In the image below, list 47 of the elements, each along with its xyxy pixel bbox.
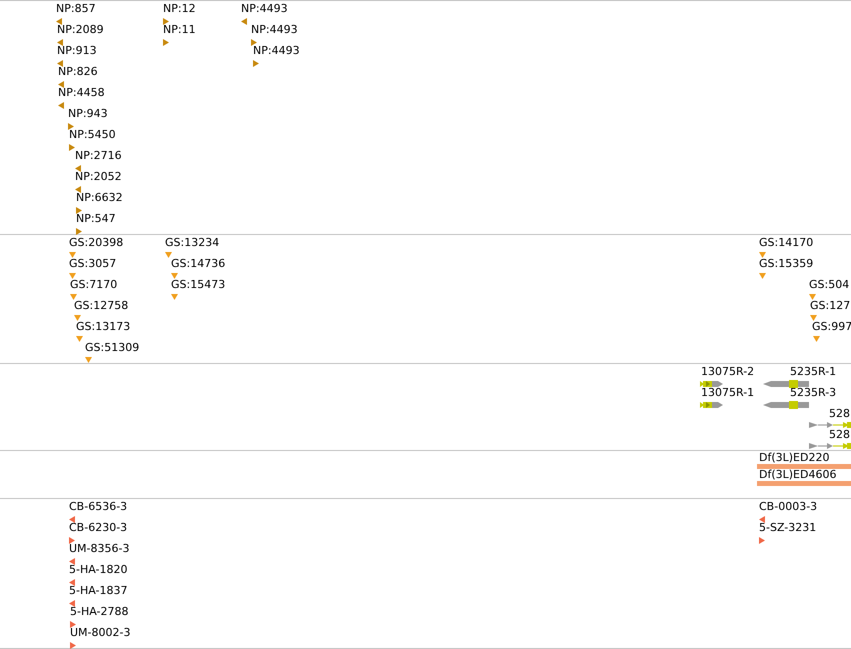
feature-label: 5-HA-2788	[70, 605, 128, 619]
feature-label: GS:3057	[69, 257, 116, 271]
feature-label: NP:4458	[58, 86, 105, 100]
feature-label: GS:15473	[171, 278, 226, 292]
feature-label: NP:857	[56, 2, 96, 16]
feature-label: 13075R-2	[701, 365, 754, 379]
feature-label: GS:504	[809, 278, 850, 292]
feature-label: NP:826	[58, 65, 98, 79]
feature-label: GS:51309	[85, 341, 140, 355]
feature-label: UM-8356-3	[69, 542, 130, 556]
feature-label: NP:11	[163, 23, 196, 37]
feature-label: NP:4493	[251, 23, 298, 37]
feature-label: 5-HA-1820	[69, 563, 128, 577]
feature-label: CB-6230-3	[69, 521, 128, 535]
feature-label: 528	[829, 407, 850, 421]
feature-label: GS:13173	[76, 320, 130, 334]
feature-label: CB-0003-3	[759, 500, 818, 514]
feature-label: NP:2089	[57, 23, 104, 37]
feature-label: Df(3L)ED220	[759, 451, 830, 465]
feature-label: 5-SZ-3231	[759, 521, 816, 535]
feature-label: CB-6536-3	[69, 500, 128, 514]
feature-label: NP:12	[163, 2, 196, 16]
feature-label: 5-HA-1837	[69, 584, 128, 598]
feature-label: GS:7170	[70, 278, 118, 292]
feature-label: NP:943	[68, 107, 108, 121]
feature-label: NP:2052	[75, 170, 122, 184]
feature-label: NP:547	[76, 212, 116, 226]
feature-label: GS:20398	[69, 236, 124, 250]
feature-label: UM-8002-3	[70, 626, 130, 640]
feature-label: NP:5450	[69, 128, 116, 142]
feature-label: 5235R-3	[790, 386, 836, 400]
feature-label: GS:12758	[74, 299, 128, 313]
feature-label: NP:913	[57, 44, 97, 58]
feature-label: NP:6632	[76, 191, 123, 205]
feature-label: 13075R-1	[701, 386, 754, 400]
feature-label: GS:13234	[165, 236, 220, 250]
feature-label: GS:15359	[759, 257, 814, 271]
feature-label: GS:997	[812, 320, 851, 334]
feature-label: GS:127	[810, 299, 850, 313]
feature-label: 528	[829, 428, 850, 442]
feature-label: NP:4493	[253, 44, 300, 58]
feature-label: 5235R-1	[790, 365, 836, 379]
feature-label: GS:14736	[171, 257, 226, 271]
feature-label: NP:2716	[75, 149, 122, 163]
feature-label: NP:4493	[241, 2, 288, 16]
feature-label: Df(3L)ED4606	[759, 468, 836, 482]
feature-label: GS:14170	[759, 236, 814, 250]
